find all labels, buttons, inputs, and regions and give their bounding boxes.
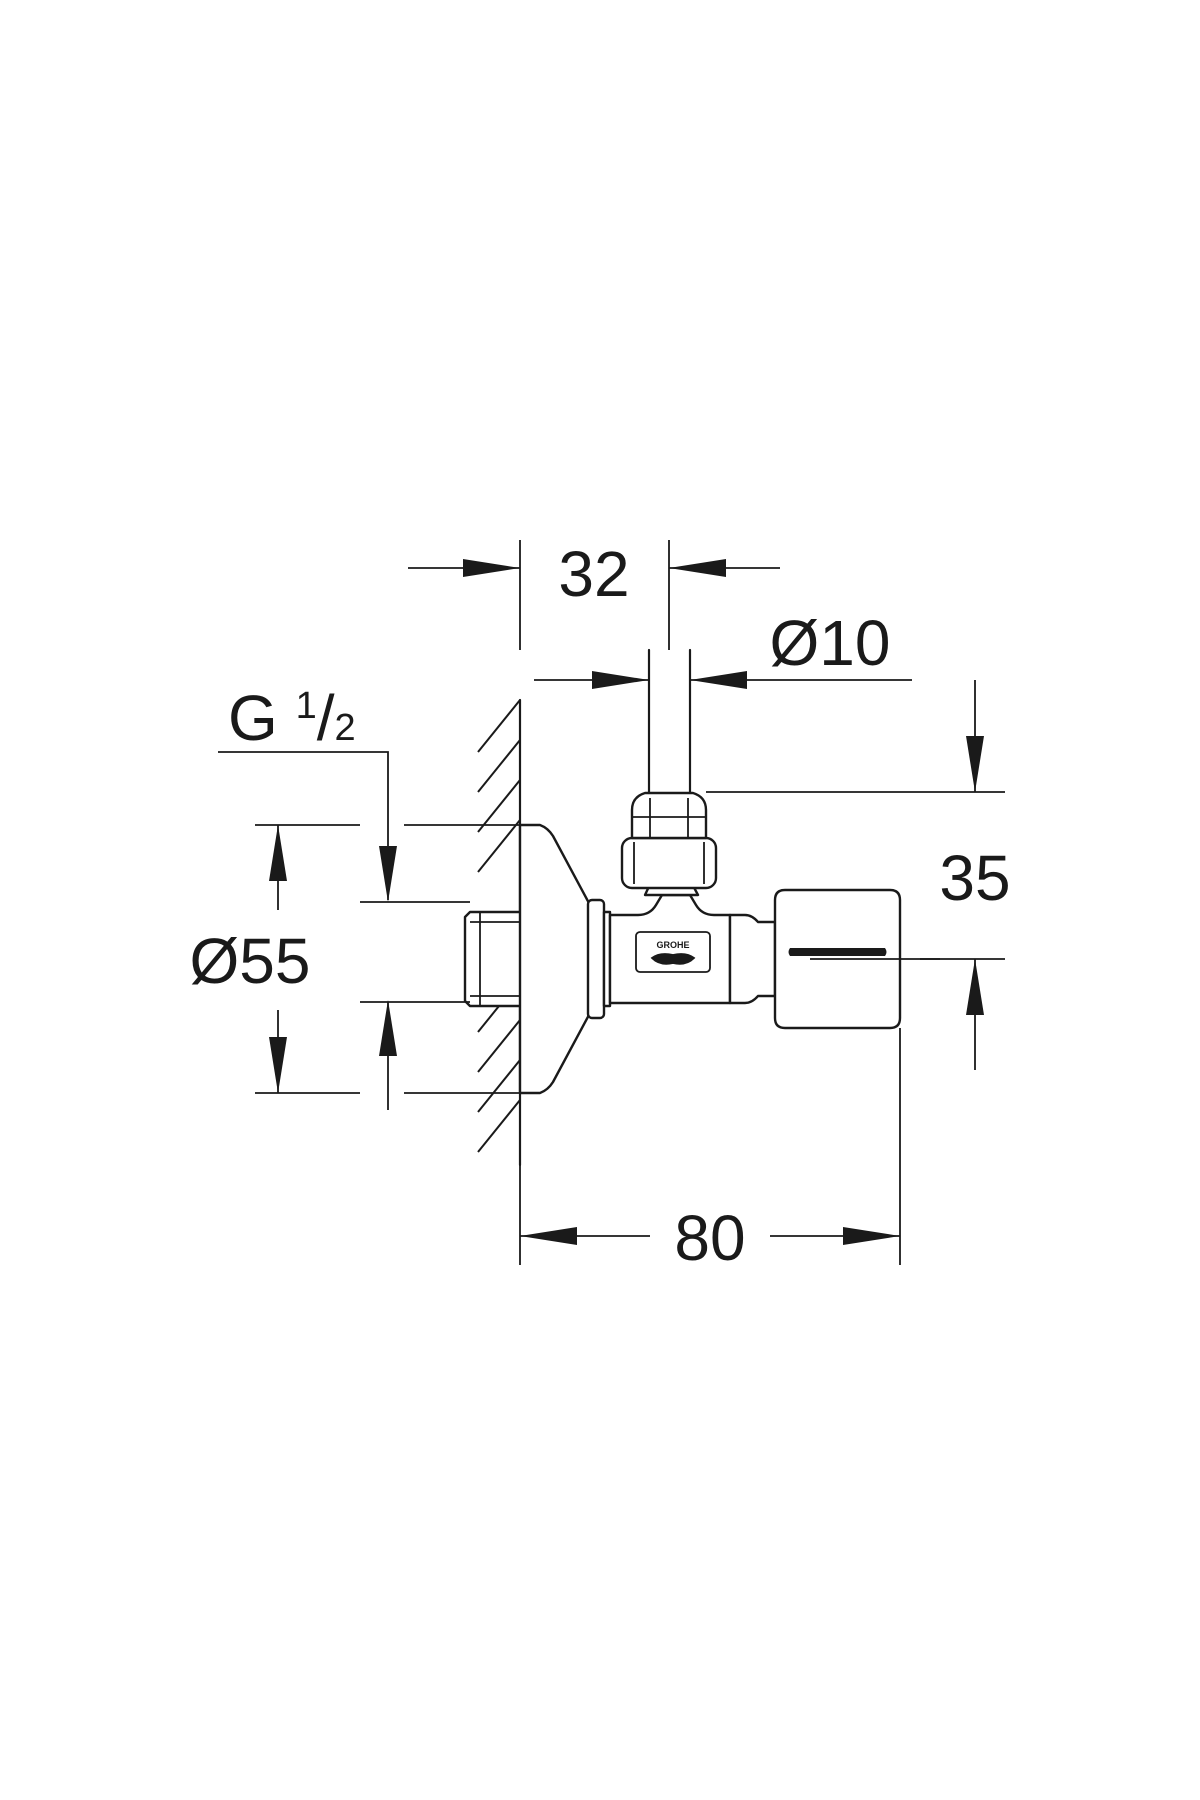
dimension-80-label: 80: [674, 1202, 745, 1274]
dimension-32-label: 32: [558, 538, 629, 610]
dimension-diameter-10: Ø10: [534, 607, 912, 689]
neck-ring: [586, 898, 606, 1020]
thread-label: G 1/2: [228, 682, 356, 754]
logo-plate: [635, 931, 711, 973]
dimension-thread: G 1/2: [218, 682, 470, 1110]
handle-slot: [788, 948, 887, 956]
compression-nut: [620, 836, 718, 890]
outlet-connector: [728, 913, 777, 1005]
main-body: [608, 893, 732, 1005]
inlet-thread: [463, 910, 524, 1008]
dimension-diameter-55-label: Ø55: [190, 925, 311, 997]
dimension-32: 32: [408, 538, 780, 650]
logo-mark-icon: [650, 953, 696, 965]
dimension-35-label: 35: [939, 842, 1010, 914]
dimension-80: 80: [519, 1028, 901, 1274]
rosette: [518, 823, 592, 1095]
dimension-diameter-10-label: Ø10: [770, 607, 891, 679]
compression-olive: [630, 791, 708, 840]
dimension-35: 35: [706, 680, 1011, 1070]
valve-body: GROHE: [463, 791, 902, 1095]
dimension-diameter-55: Ø55: [190, 824, 520, 1094]
logo-text: GROHE: [656, 940, 689, 950]
copper-pipe: [647, 648, 692, 795]
